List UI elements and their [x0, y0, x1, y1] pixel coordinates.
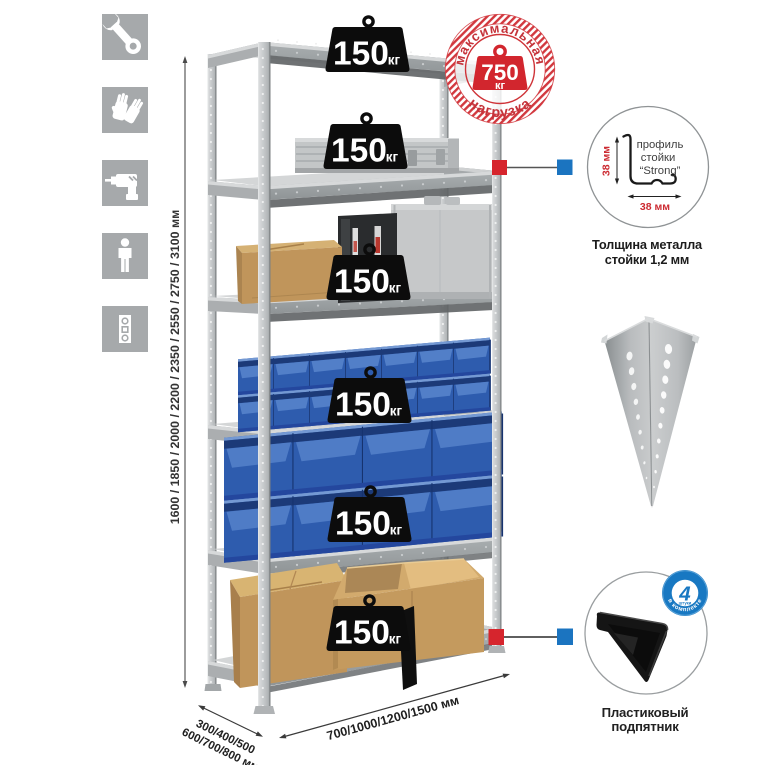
svg-text:стойки: стойки: [641, 152, 676, 164]
svg-text:38 мм: 38 мм: [640, 201, 670, 213]
svg-text:750: 750: [481, 60, 519, 85]
svg-text:Толщина металла: Толщина металла: [592, 237, 703, 252]
svg-text:4: 4: [678, 583, 691, 606]
svg-text:профиль: профиль: [637, 139, 684, 151]
svg-text:Пластиковый: Пластиковый: [602, 705, 689, 720]
svg-text:кг: кг: [495, 80, 506, 92]
svg-text:подпятник: подпятник: [611, 719, 679, 734]
svg-text:штуки: штуки: [679, 601, 692, 606]
svg-text:1600 / 1850 / 2000 / 2200 / 23: 1600 / 1850 / 2000 / 2200 / 2350 / 2550 …: [168, 210, 182, 525]
svg-text:стойки 1,2 мм: стойки 1,2 мм: [605, 252, 689, 267]
svg-text:38 мм: 38 мм: [601, 146, 613, 176]
svg-text:“Strong”: “Strong”: [640, 165, 681, 177]
